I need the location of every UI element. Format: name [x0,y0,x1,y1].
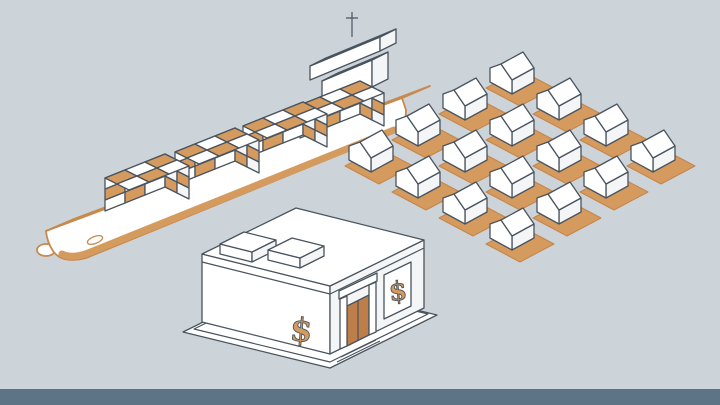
bank-column-right [368,281,377,336]
ship-waterline-stripe [58,126,398,260]
footer-bar [0,389,720,405]
bank-step-marks [336,339,381,363]
bank-cornice [201,247,425,295]
bow-thruster-mark [86,235,104,245]
ship-mast [346,12,358,37]
container-ship [36,12,431,261]
bank-building: $ $ [182,207,438,369]
dollar-sign: $ [289,310,314,350]
bank-column-left [339,295,348,350]
bank-sign-panel [383,261,412,320]
bank-lintel [338,272,378,300]
dollar-sign: $ [387,276,408,308]
